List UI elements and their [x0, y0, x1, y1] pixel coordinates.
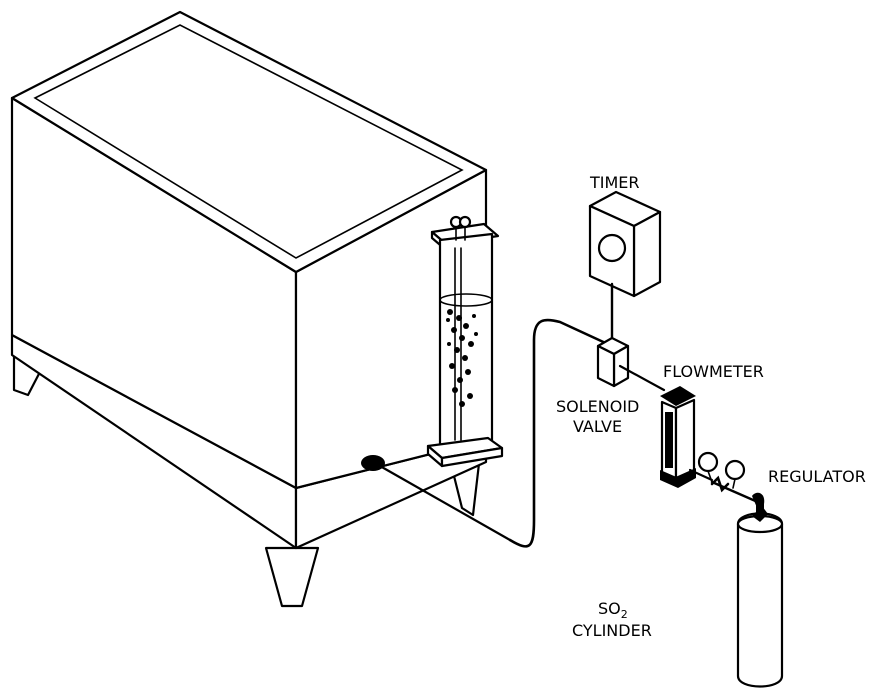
solenoid-label-line1: SOLENOID	[556, 397, 639, 416]
gas-inlet-probe	[361, 455, 512, 542]
probe-bulb	[361, 455, 385, 471]
chamber-lid-rim	[33, 24, 464, 259]
cylinder-formula-main: SO	[598, 599, 621, 618]
flowmeter	[660, 386, 714, 488]
solenoid-valve	[596, 336, 666, 392]
timer	[588, 190, 662, 340]
test-chamber	[10, 10, 488, 608]
liquid-surface	[439, 293, 493, 307]
pressure-gauge-icon	[697, 451, 719, 473]
chamber-leg-front	[264, 546, 320, 608]
bubbles	[446, 309, 478, 407]
regulator-label: REGULATOR	[768, 467, 866, 486]
cylinder-formula-subscript: 2	[621, 608, 628, 621]
gas-hose	[508, 318, 614, 548]
flowmeter-label: FLOWMETER	[663, 362, 764, 381]
so2-cylinder	[736, 502, 784, 688]
cylinder-label-line2: CYLINDER	[572, 621, 652, 640]
regulator	[697, 451, 765, 510]
timer-label: TIMER	[589, 173, 640, 192]
chamber-lid	[10, 10, 488, 274]
timer-dial-icon	[597, 233, 627, 263]
pressure-gauge-icon	[724, 459, 746, 481]
solenoid-label-line2: VALVE	[573, 417, 622, 436]
cylinder-formula: SO2	[598, 599, 628, 621]
bubbler-column	[426, 215, 504, 468]
